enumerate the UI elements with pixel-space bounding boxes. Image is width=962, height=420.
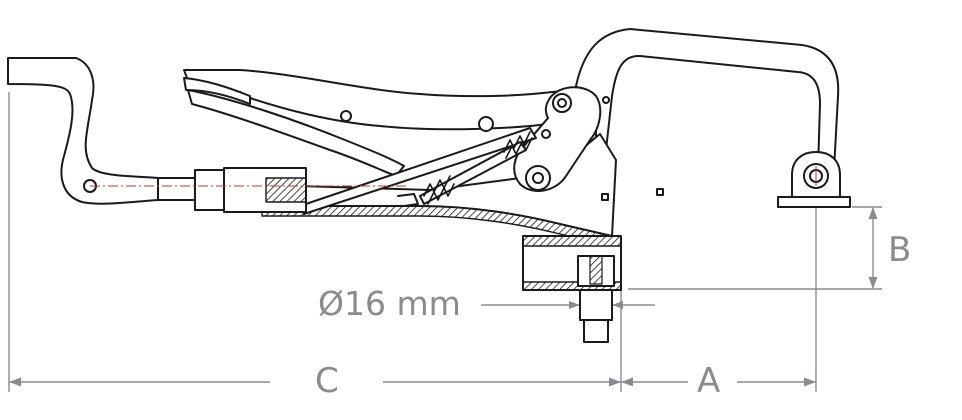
collar-bottom-hatch [522,281,622,291]
screw-nut [265,177,307,203]
spring-upper [503,131,533,159]
swivel-pad [777,151,851,208]
frame-pin-b [601,193,609,201]
collar-top-hatch [522,235,622,247]
dimension-label-b: B [888,230,912,270]
diameter-label: Ø16 mm [318,284,461,323]
arrow-a-left [621,377,633,387]
bushing-lower [583,319,609,343]
lower-pivot-inner [532,172,544,184]
dimension-label-c: C [315,361,339,401]
dimension-arrows [9,207,878,387]
frame-pin-a [602,96,610,104]
swivel-pad-plate [777,196,851,208]
collar-insert-hatch [589,255,603,285]
upper-handle-tip [183,77,251,105]
bushing-upper [579,289,613,321]
jaw-pivot-inner [557,98,567,108]
screw-shaft [157,177,199,201]
arrow-diameter-right [612,301,623,309]
c-frame-arm [575,28,840,171]
lower-handle-hook [7,57,159,205]
arrow-c-right [609,377,621,387]
adjusting-screw [157,167,307,213]
handle-rivet-left [340,110,352,122]
handle-rivet-mid [478,116,494,132]
link-rivet [541,129,551,139]
spring-hook [397,193,419,207]
arrow-diameter-left [569,301,580,309]
arrow-b-top [868,207,878,219]
frame-pin-c [656,188,664,196]
arrow-c-left [9,377,21,387]
drill-bushing [579,289,613,343]
dimension-label-a: A [697,361,721,401]
arrow-a-right [804,377,816,387]
clamp-body [7,28,851,343]
drill-guide-collar [522,235,622,291]
spring-lower [423,175,455,205]
screw-barrel-front [194,169,226,211]
jaw-pivot-arm [513,86,602,192]
dimension-lines [8,92,882,392]
arrow-b-bottom [868,277,878,289]
